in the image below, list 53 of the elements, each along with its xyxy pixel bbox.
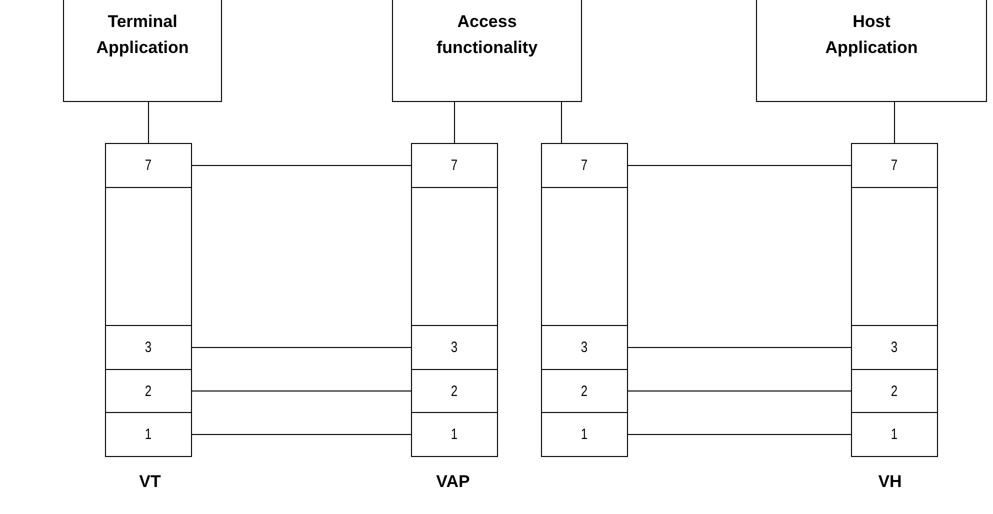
layer-number: 2 bbox=[145, 382, 152, 400]
stack-label: VH bbox=[878, 472, 902, 492]
layer-number: 7 bbox=[451, 157, 458, 174]
layer-number: 7 bbox=[145, 157, 152, 174]
layer-box bbox=[541, 369, 628, 413]
layer-box bbox=[541, 325, 628, 370]
connector-line bbox=[628, 347, 852, 348]
layer-number: 1 bbox=[451, 426, 458, 443]
layer-box bbox=[851, 412, 938, 457]
entity-name: Access functionality bbox=[435, 11, 539, 59]
layer-number: 3 bbox=[451, 339, 458, 356]
connector-line bbox=[148, 102, 149, 144]
layer-box bbox=[105, 325, 192, 370]
layer-box bbox=[541, 143, 628, 188]
connector-line bbox=[628, 165, 852, 166]
layer-number: 3 bbox=[581, 339, 588, 356]
layer-box bbox=[411, 412, 498, 457]
entity-box bbox=[63, 0, 222, 102]
connector-line bbox=[192, 165, 412, 166]
layer-number: 1 bbox=[891, 426, 898, 443]
layer-box bbox=[411, 143, 498, 188]
connector-line bbox=[454, 102, 455, 144]
layer-box bbox=[105, 369, 192, 413]
connector-line bbox=[628, 390, 852, 392]
layer-box bbox=[851, 325, 938, 370]
stack-label: VT bbox=[139, 472, 161, 492]
entity-box bbox=[392, 0, 582, 102]
layer-box bbox=[411, 325, 498, 370]
layer-number: 3 bbox=[145, 339, 152, 356]
layer-number: 1 bbox=[145, 426, 152, 443]
connector-line bbox=[192, 390, 412, 392]
entity-name: Terminal Application bbox=[95, 11, 190, 59]
layer-number: 1 bbox=[581, 426, 588, 443]
layer-box bbox=[541, 412, 628, 457]
layer-box bbox=[105, 143, 192, 188]
layer-number: 7 bbox=[581, 157, 588, 174]
layer-number: 2 bbox=[891, 382, 898, 400]
connector-line bbox=[894, 102, 895, 144]
layer-number: 2 bbox=[451, 382, 458, 400]
layer-number: 7 bbox=[891, 157, 898, 174]
layer-box bbox=[851, 143, 938, 188]
connector-line bbox=[192, 347, 412, 348]
connector-line bbox=[561, 102, 562, 144]
entity-box bbox=[756, 0, 987, 102]
layer-box bbox=[105, 412, 192, 457]
entity-name: Host Application bbox=[824, 11, 919, 59]
stack-label: VAP bbox=[436, 472, 470, 492]
layer-number: 3 bbox=[891, 339, 898, 356]
layer-number: 2 bbox=[581, 382, 588, 400]
connector-line bbox=[192, 434, 412, 435]
layer-box bbox=[411, 369, 498, 413]
connector-line bbox=[628, 434, 852, 435]
layer-box bbox=[851, 369, 938, 413]
